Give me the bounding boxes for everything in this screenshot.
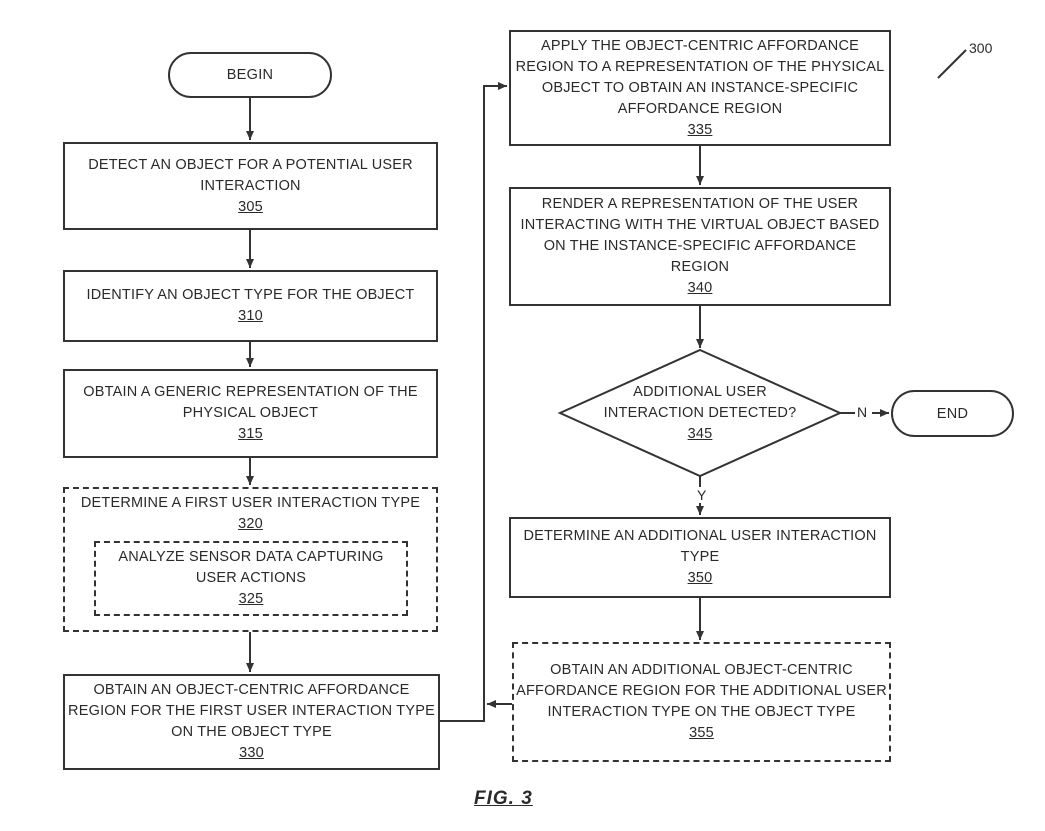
step-310-box: IDENTIFY AN OBJECT TYPE FOR THE OBJECT 3… — [63, 270, 438, 342]
step-315-ref: 315 — [238, 426, 263, 442]
step-325-line-1: ANALYZE SENSOR DATA CAPTURING — [118, 549, 384, 565]
step-315-box: OBTAIN A GENERIC REPRESENTATION OF THE P… — [63, 369, 438, 458]
step-315-line-2: PHYSICAL OBJECT — [182, 405, 319, 421]
decision-diamond — [557, 348, 843, 478]
step-310-line-1: IDENTIFY AN OBJECT TYPE FOR THE OBJECT — [86, 287, 415, 303]
drawing-number-leader — [937, 49, 967, 79]
step-340-line-2: INTERACTING WITH THE VIRTUAL OBJECT BASE… — [520, 217, 880, 233]
step-330-line-2: REGION FOR THE FIRST USER INTERACTION TY… — [68, 703, 435, 719]
begin-terminal: BEGIN — [168, 52, 332, 98]
step-350-line-1: DETERMINE AN ADDITIONAL USER INTERACTION — [523, 528, 877, 544]
edge-label-yes: Y — [695, 487, 709, 503]
step-340-line-3: ON THE INSTANCE-SPECIFIC AFFORDANCE — [543, 238, 857, 254]
step-350-ref: 350 — [687, 570, 713, 586]
step-325-box: ANALYZE SENSOR DATA CAPTURING USER ACTIO… — [94, 541, 408, 616]
begin-label: BEGIN — [226, 67, 274, 83]
step-340-box: RENDER A REPRESENTATION OF THE USER INTE… — [509, 187, 891, 306]
step-330-ref: 330 — [239, 745, 264, 761]
step-355-box: OBTAIN AN ADDITIONAL OBJECT-CENTRIC AFFO… — [512, 642, 891, 762]
end-label: END — [936, 405, 969, 422]
step-335-ref: 335 — [687, 121, 713, 138]
step-340-line-1: RENDER A REPRESENTATION OF THE USER — [541, 196, 859, 212]
step-320-ref: 320 — [238, 516, 263, 532]
step-305-box: DETECT AN OBJECT FOR A POTENTIAL USER IN… — [63, 142, 438, 230]
step-335-box: APPLY THE OBJECT-CENTRIC AFFORDANCE REGI… — [509, 30, 891, 146]
step-330-line-1: OBTAIN AN OBJECT-CENTRIC AFFORDANCE — [93, 682, 410, 698]
connector-330-to-335 — [440, 82, 507, 722]
step-325-line-2: USER ACTIONS — [195, 570, 307, 586]
decision-345-line-1: ADDITIONAL USER — [633, 383, 767, 400]
step-305-line-1: DETECT AN OBJECT FOR A POTENTIAL USER — [88, 156, 413, 173]
step-330-box: OBTAIN AN OBJECT-CENTRIC AFFORDANCE REGI… — [63, 674, 440, 770]
step-350-line-2: TYPE — [680, 549, 720, 565]
step-335-line-2: REGION TO A REPRESENTATION OF THE PHYSIC… — [515, 58, 885, 75]
step-335-line-1: APPLY THE OBJECT-CENTRIC AFFORDANCE — [541, 37, 859, 54]
step-355-ref: 355 — [689, 725, 714, 741]
step-325-ref: 325 — [238, 591, 264, 607]
step-350-box: DETERMINE AN ADDITIONAL USER INTERACTION… — [509, 517, 891, 598]
step-355-line-3: INTERACTION TYPE ON THE OBJECT TYPE — [547, 704, 856, 720]
step-340-ref: 340 — [687, 280, 713, 296]
decision-345-ref: 345 — [687, 425, 713, 442]
step-305-ref: 305 — [238, 198, 263, 215]
step-340-line-4: REGION — [670, 259, 730, 275]
step-310-ref: 310 — [238, 308, 263, 324]
step-355-line-2: AFFORDANCE REGION FOR THE ADDITIONAL USE… — [516, 683, 887, 699]
step-355-line-1: OBTAIN AN ADDITIONAL OBJECT-CENTRIC — [550, 662, 853, 678]
step-335-line-3: OBJECT TO OBTAIN AN INSTANCE-SPECIFIC — [541, 79, 859, 96]
decision-345: ADDITIONAL USER INTERACTION DETECTED? 34… — [580, 380, 820, 446]
edge-label-no: N — [857, 404, 868, 420]
step-305-line-2: INTERACTION — [200, 177, 301, 194]
decision-345-line-2: INTERACTION DETECTED? — [603, 404, 797, 421]
step-330-line-3: ON THE OBJECT TYPE — [171, 724, 332, 740]
drawing-number: 300 — [969, 40, 993, 56]
step-335-line-4: AFFORDANCE REGION — [617, 100, 783, 117]
step-320-line-1: DETERMINE A FIRST USER INTERACTION TYPE — [80, 495, 421, 511]
figure-label: FIG. 3 — [474, 788, 533, 809]
end-terminal: END — [891, 390, 1014, 437]
step-315-line-1: OBTAIN A GENERIC REPRESENTATION OF THE — [83, 384, 418, 400]
